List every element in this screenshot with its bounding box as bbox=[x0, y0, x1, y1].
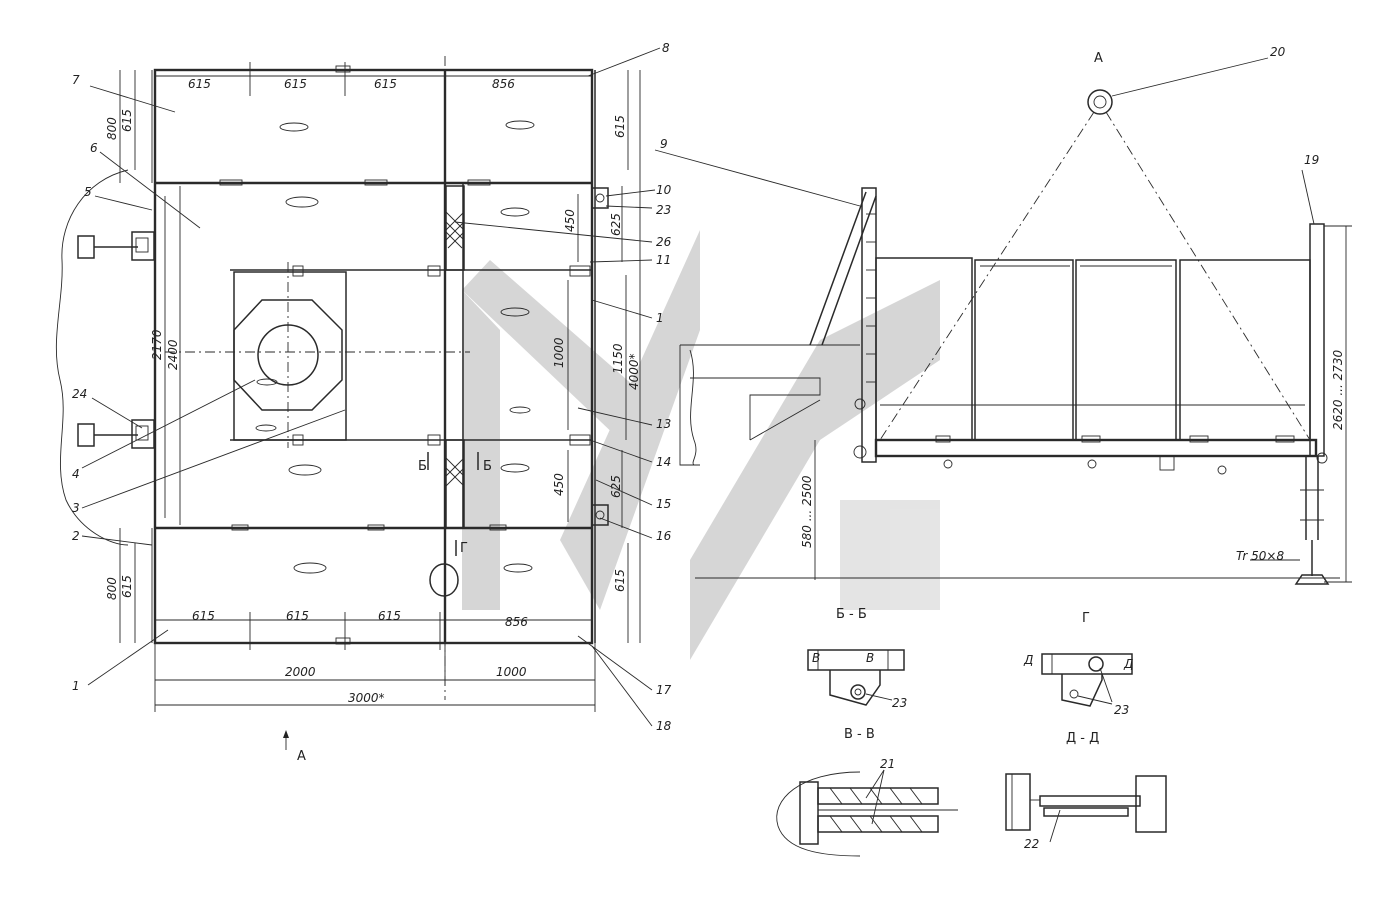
railing-panel-3 bbox=[1075, 259, 1177, 441]
view-g-title: Г bbox=[1082, 611, 1090, 626]
opening-upper bbox=[445, 185, 465, 271]
callout-13: 13 bbox=[656, 417, 671, 431]
callout-11: 11 bbox=[656, 253, 671, 267]
dim-top-3: 615 bbox=[374, 77, 397, 91]
section-bb: Б - Б 23 В В bbox=[807, 607, 907, 710]
dim-bottom-2: 615 bbox=[286, 609, 309, 623]
callout-3: 3 bbox=[72, 501, 80, 515]
watermark-logo bbox=[462, 230, 940, 660]
callout-6: 6 bbox=[90, 141, 98, 155]
anchor-bracket-upper bbox=[77, 231, 155, 261]
callout-2: 2 bbox=[72, 529, 80, 543]
section-mark-v-left: В bbox=[812, 651, 820, 665]
section-dd: Д - Д 22 bbox=[1005, 731, 1167, 851]
dim-2000: 2000 bbox=[285, 665, 316, 679]
lifting-ring bbox=[1087, 89, 1113, 115]
callout-10: 10 bbox=[656, 183, 672, 197]
dim-bottom-3: 615 bbox=[378, 609, 401, 623]
callout-18: 18 bbox=[656, 719, 672, 733]
callout-1: 1 bbox=[72, 679, 80, 693]
callout-7: 7 bbox=[72, 73, 80, 87]
railing-panel-4 bbox=[1179, 259, 1311, 441]
dim-bottom-4: 856 bbox=[505, 615, 528, 629]
dim-1150: 1150 bbox=[611, 343, 625, 374]
callout-15: 15 bbox=[656, 497, 671, 511]
support-post bbox=[1309, 223, 1325, 457]
section-mark-b-right: Б bbox=[483, 459, 492, 474]
dim-1000: 1000 bbox=[496, 665, 527, 679]
section-vv: В - В 21 bbox=[776, 727, 958, 857]
callout-1b: 1 bbox=[656, 311, 664, 325]
elevation-view-a: A 20 bbox=[679, 45, 1352, 585]
dim-450-top: 450 bbox=[563, 209, 577, 232]
callout-22: 22 bbox=[1024, 837, 1039, 851]
callout-5: 5 bbox=[84, 185, 92, 199]
callout-24: 24 bbox=[72, 387, 87, 401]
platform-plan bbox=[151, 56, 609, 700]
dim-4000: 4000* bbox=[627, 353, 641, 390]
section-dd-title: Д - Д bbox=[1066, 731, 1099, 746]
callout-14: 14 bbox=[656, 455, 671, 469]
opening-lower bbox=[445, 439, 465, 529]
dim-3000: 3000* bbox=[348, 691, 385, 705]
wall-outline bbox=[55, 169, 129, 546]
callout-4: 4 bbox=[72, 467, 80, 481]
railing-panel-2 bbox=[974, 259, 1074, 441]
leg-thread-note: Tr 50×8 bbox=[1236, 549, 1284, 563]
section-vv-title: В - В bbox=[844, 727, 875, 742]
callout-20: 20 bbox=[1270, 45, 1286, 59]
hatch-octagon bbox=[233, 299, 343, 411]
dim-right-615-bottom: 615 bbox=[613, 569, 627, 592]
dim-left-615-top: 615 bbox=[120, 109, 134, 132]
dim-left-800-top: 800 bbox=[105, 117, 119, 140]
foot-plate bbox=[429, 563, 459, 597]
leg-foot bbox=[1294, 574, 1330, 585]
dim-450-bottom: 450 bbox=[552, 473, 566, 496]
dim-2170: 2170 bbox=[150, 329, 164, 360]
checker-marks bbox=[255, 120, 535, 574]
dim-2400: 2400 bbox=[166, 339, 180, 370]
callout-23c: 23 bbox=[1114, 703, 1129, 717]
section-mark-g: Г bbox=[460, 541, 468, 556]
hatch-frame bbox=[233, 271, 347, 441]
section-bb-title: Б - Б bbox=[836, 607, 867, 622]
anchor-bracket-lower bbox=[77, 419, 155, 449]
dim-left-800-bottom: 800 bbox=[105, 577, 119, 600]
callout-17: 17 bbox=[656, 683, 672, 697]
dim-top-4: 856 bbox=[492, 77, 515, 91]
callout-26: 26 bbox=[656, 235, 672, 249]
view-g: Г 23 Д Д bbox=[1023, 611, 1133, 717]
dim-left-615-bottom: 615 bbox=[120, 575, 134, 598]
dim-right-615-top: 615 bbox=[613, 115, 627, 138]
section-mark-v-right: В bbox=[866, 651, 874, 665]
callout-16: 16 bbox=[656, 529, 672, 543]
callout-19: 19 bbox=[1304, 153, 1319, 167]
callout-23a: 23 bbox=[656, 203, 671, 217]
section-mark-d-left: Д bbox=[1023, 653, 1033, 667]
plan-dimension-lines bbox=[119, 70, 641, 712]
callout-8: 8 bbox=[662, 41, 670, 55]
dim-625-top: 625 bbox=[609, 213, 623, 236]
dim-bottom-1: 615 bbox=[192, 609, 215, 623]
dim-625-bottom: 625 bbox=[609, 475, 623, 498]
plan-outer-frame bbox=[153, 68, 594, 645]
section-mark-b-left: Б bbox=[418, 459, 427, 474]
deck-beam bbox=[874, 438, 1318, 458]
callout-21: 21 bbox=[880, 757, 895, 771]
section-mark-d-right: Д bbox=[1123, 657, 1133, 671]
dim-elevation-height: 580 ... 2500 bbox=[800, 475, 814, 548]
dim-elevation-total: 2620 ... 2730 bbox=[1331, 349, 1345, 430]
callout-9: 9 bbox=[660, 137, 668, 151]
view-arrow-a: A bbox=[297, 749, 306, 764]
callout-23b: 23 bbox=[892, 696, 907, 710]
elevation-title: A bbox=[1094, 51, 1103, 66]
dim-1000-v: 1000 bbox=[552, 337, 566, 368]
plan-callout-leaders bbox=[81, 47, 861, 727]
dim-top-1: 615 bbox=[188, 77, 211, 91]
dim-top-2: 615 bbox=[284, 77, 307, 91]
